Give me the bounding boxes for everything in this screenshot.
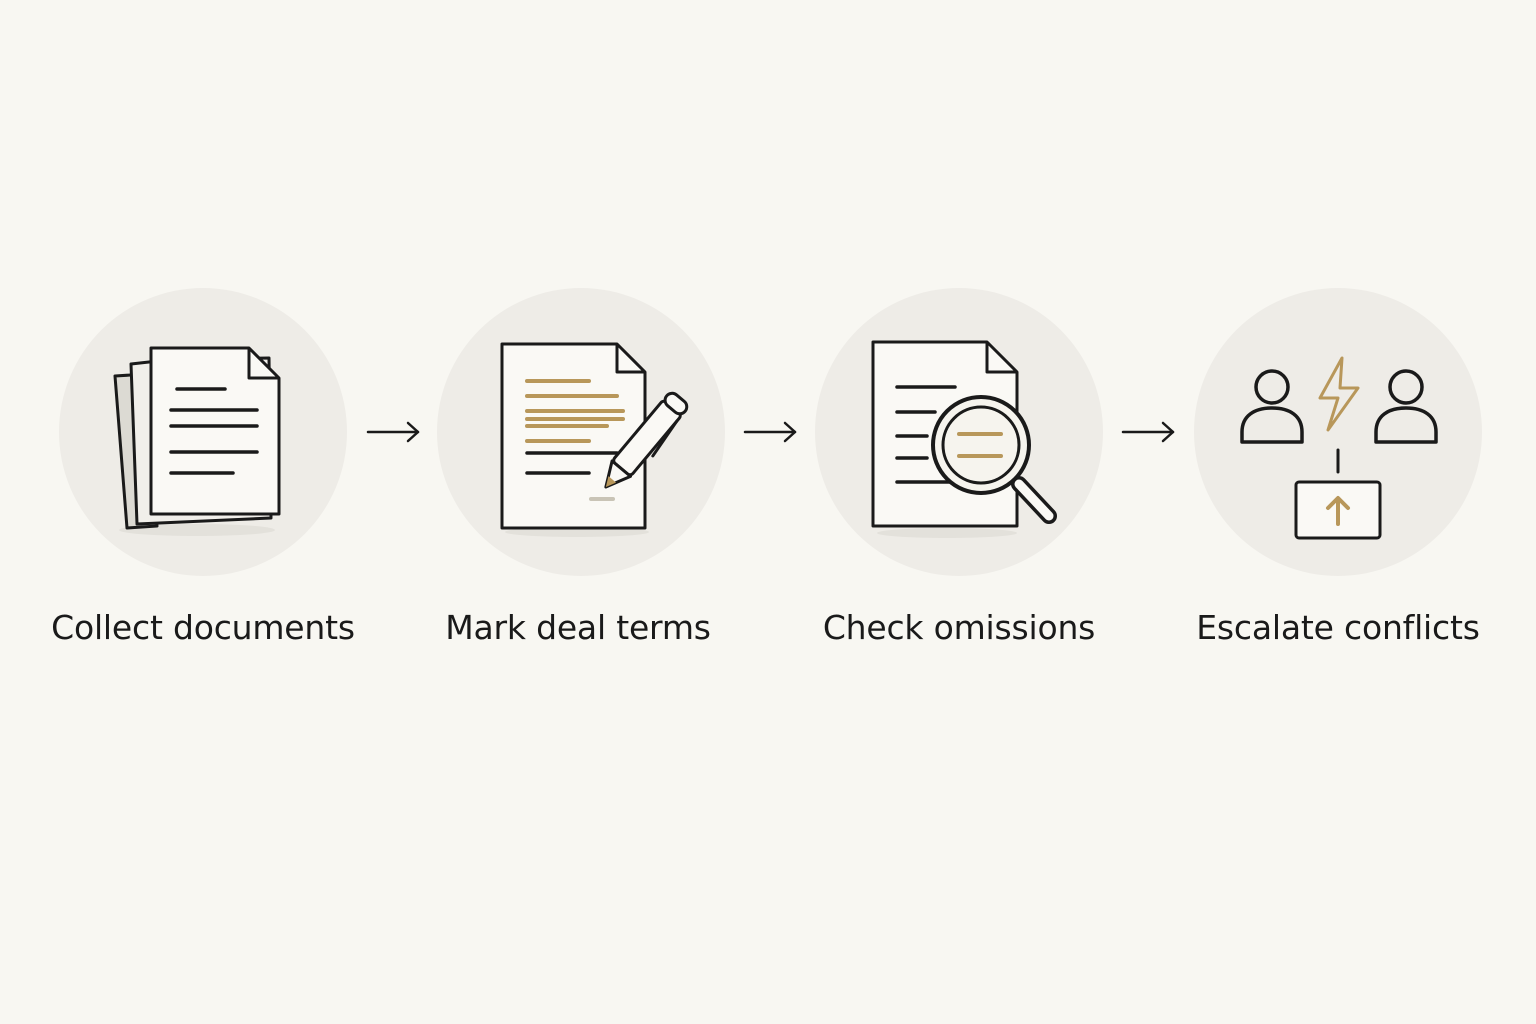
arrow-right-icon: [1121, 421, 1175, 443]
document-pen-icon: [500, 342, 689, 537]
person-icon: [1374, 369, 1438, 444]
lightning-icon: [1318, 356, 1360, 432]
step-1-circle: [59, 288, 347, 576]
step-4-label: Escalate conflicts: [1196, 608, 1480, 647]
step-2-label: Mark deal terms: [445, 608, 711, 647]
arrow-right-icon: [743, 421, 797, 443]
step-1-label: Collect documents: [51, 608, 355, 647]
person-icon: [1240, 369, 1304, 444]
step-4-circle: [1194, 288, 1482, 576]
step-3-label: Check omissions: [822, 608, 1096, 647]
step-3-circle: [815, 288, 1103, 576]
arrow-right-icon: [366, 421, 420, 443]
document-magnifier-icon: [871, 340, 1057, 538]
step-2-circle: [437, 288, 725, 576]
document-stack-icon: [113, 346, 281, 536]
people-conflict-escalate-icon: [1240, 356, 1438, 540]
